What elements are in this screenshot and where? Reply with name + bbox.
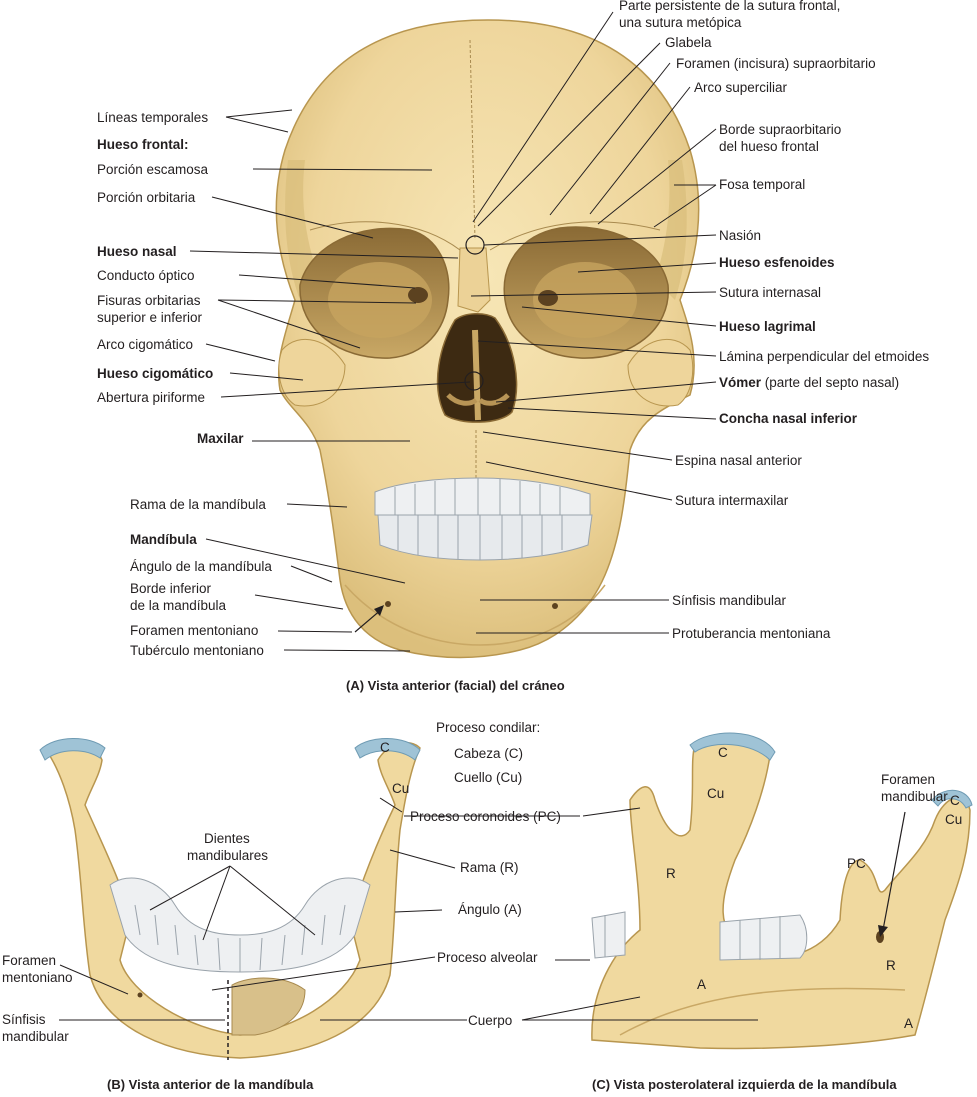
label-fisuras-1: Fisuras orbitarias	[97, 293, 201, 308]
label-borde-inferior-2: de la mandíbula	[130, 598, 227, 613]
label-maxilar: Maxilar	[197, 431, 244, 446]
label-hueso-nasal: Hueso nasal	[97, 244, 177, 259]
label-b-c: C	[380, 740, 390, 755]
skull-drawing	[275, 19, 700, 659]
label-proceso-condilar: Proceso condilar:	[436, 720, 541, 735]
label-hueso-lagrimal: Hueso lagrimal	[719, 319, 816, 334]
label-c-right-a: A	[904, 1016, 914, 1031]
label-foramen-mandibular-2: mandibular	[881, 789, 948, 804]
label-foramen-b-1: Foramen	[2, 953, 57, 968]
label-borde-supraorbitario-1: Borde supraorbitario	[719, 122, 842, 137]
label-sinfisis-b-2: mandibular	[2, 1029, 69, 1044]
caption-panel-b: (B) Vista anterior de la mandíbula	[107, 1077, 314, 1092]
label-vomer-bold: Vómer	[719, 375, 762, 390]
label-c-left-cu: Cu	[707, 786, 725, 801]
label-sutura-internasal: Sutura internasal	[719, 285, 822, 300]
label-foramen-supraorbitario: Foramen (incisura) supraorbitario	[676, 56, 876, 71]
label-rama-mandibula: Rama de la mandíbula	[130, 497, 266, 512]
label-fisuras-2: superior e inferior	[97, 310, 203, 325]
label-foramen-mentoniano: Foramen mentoniano	[130, 623, 259, 638]
label-borde-supraorbitario-2: del hueso frontal	[719, 139, 819, 154]
piriform-marker	[464, 371, 484, 391]
label-metopica-1: Parte persistente de la sutura frontal,	[619, 0, 841, 13]
label-sutura-intermaxilar: Sutura intermaxilar	[675, 493, 789, 508]
leader-lines-b	[59, 797, 580, 1021]
label-lineas-temporales: Líneas temporales	[97, 110, 209, 125]
label-angulo: Ángulo (A)	[458, 902, 522, 917]
label-dientes-1: Dientes	[204, 831, 250, 846]
label-conducto-optico: Conducto óptico	[97, 268, 195, 283]
zygomatic-left	[278, 338, 346, 407]
label-abertura-piriforme: Abertura piriforme	[97, 390, 206, 405]
mandibular-teeth-c	[591, 911, 808, 961]
label-arco-cigomatico: Arco cigomático	[97, 337, 194, 352]
label-c-left-r: R	[666, 866, 676, 881]
label-hueso-esfenoides: Hueso esfenoides	[719, 255, 835, 270]
label-cuello: Cuello (Cu)	[454, 770, 523, 785]
label-espina-nasal: Espina nasal anterior	[675, 453, 802, 468]
label-hueso-cigomatico: Hueso cigomático	[97, 366, 214, 381]
label-vomer-rest: (parte del septo nasal)	[761, 375, 900, 390]
label-c-pc: PC	[847, 856, 866, 871]
upper-teeth	[374, 477, 591, 516]
leader-lines-c	[521, 807, 758, 1021]
caption-panel-a: (A) Vista anterior (facial) del cráneo	[346, 678, 565, 693]
mandible-posterolateral-drawing	[591, 732, 973, 1050]
label-borde-inferior-1: Borde inferior	[130, 581, 212, 596]
label-porcion-escamosa: Porción escamosa	[97, 162, 209, 177]
label-tuberculo-mentoniano: Tubérculo mentoniano	[130, 643, 264, 658]
label-cabeza: Cabeza (C)	[454, 746, 524, 761]
mandibular-teeth	[109, 877, 371, 973]
label-c-left-a: A	[697, 977, 707, 992]
label-sinfisis-b-1: Sínfisis	[2, 1012, 46, 1027]
label-c-right-cu: Cu	[945, 812, 963, 827]
label-cuerpo: Cuerpo	[468, 1013, 513, 1028]
label-foramen-mandibular-1: Foramen	[881, 772, 936, 787]
label-foramen-b-2: mentoniano	[2, 970, 73, 985]
label-vomer: Vómer (parte del septo nasal)	[719, 374, 899, 391]
label-lamina-perpendicular: Lámina perpendicular del etmoides	[719, 349, 930, 364]
label-c-right-r: R	[886, 958, 896, 973]
label-fosa-temporal: Fosa temporal	[719, 177, 806, 192]
label-b-cu: Cu	[392, 781, 410, 796]
zygomatic-right	[627, 338, 694, 407]
leader-lines-a-left	[189, 109, 471, 652]
label-hueso-frontal: Hueso frontal:	[97, 137, 189, 152]
label-porcion-orbitaria: Porción orbitaria	[97, 190, 196, 205]
label-nasion: Nasión	[719, 228, 762, 243]
leader-lines-a-right	[470, 11, 717, 634]
label-protuberancia-mentoniana: Protuberancia mentoniana	[672, 626, 831, 641]
label-proceso-alveolar: Proceso alveolar	[437, 950, 538, 965]
label-angulo-mandibula: Ángulo de la mandíbula	[130, 559, 272, 574]
label-dientes-2: mandibulares	[187, 848, 269, 863]
label-sinfisis-mandibular: Sínfisis mandibular	[672, 593, 787, 608]
label-c-right-c: C	[950, 793, 960, 808]
label-arco-superciliar: Arco superciliar	[694, 80, 788, 95]
label-metopica-2: una sutura metópica	[619, 15, 742, 30]
caption-panel-c: (C) Vista posterolateral izquierda de la…	[592, 1077, 897, 1092]
lower-teeth	[377, 514, 593, 561]
label-mandibula: Mandíbula	[130, 532, 197, 547]
label-proceso-coronoides: Proceso coronoides (PC)	[410, 809, 561, 824]
label-c-left-c: C	[718, 745, 728, 760]
label-rama: Rama (R)	[460, 860, 519, 875]
nasal-bones	[457, 247, 491, 313]
label-glabela: Glabela	[665, 35, 712, 50]
mandible-anterior-drawing	[39, 738, 421, 1060]
label-concha-nasal: Concha nasal inferior	[719, 411, 858, 426]
